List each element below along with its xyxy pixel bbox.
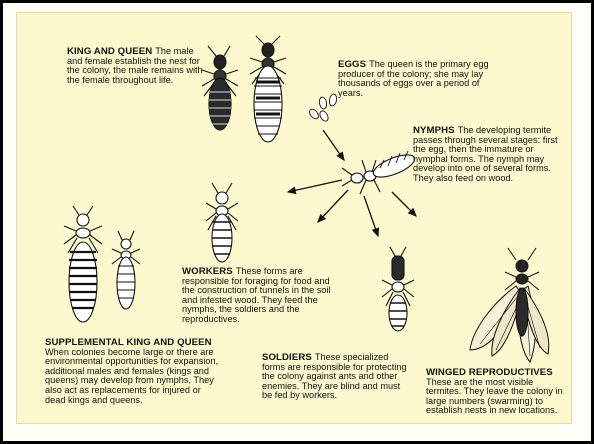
arrow-nymph-to-soldiers: [364, 196, 378, 236]
workers-text: These forms are responsible for foraging…: [182, 266, 331, 324]
supplemental-queen-icon: [64, 206, 102, 322]
winged-text: These are the most visible termites. The…: [426, 377, 563, 416]
worker-termite-icon: [206, 183, 238, 262]
supplemental-text: When colonies become large or there are …: [45, 347, 218, 405]
arrow-nymph-to-workers: [288, 180, 342, 192]
winged-reproductive-icon: [470, 248, 549, 362]
nymph-termite-icon: [342, 150, 417, 194]
nymphs-text: The developing termite passes through se…: [413, 125, 558, 183]
soldier-termite-icon: [382, 247, 414, 331]
arrow-nymph-to-supplemental: [318, 190, 348, 222]
supplemental-king-icon: [112, 231, 140, 309]
king-termite-icon: [202, 46, 238, 130]
queen-termite-icon: [250, 36, 286, 142]
arrow-eggs-to-nymph: [323, 130, 344, 160]
eggs-icon: [308, 93, 338, 122]
arrow-nymph-to-winged: [392, 192, 416, 216]
